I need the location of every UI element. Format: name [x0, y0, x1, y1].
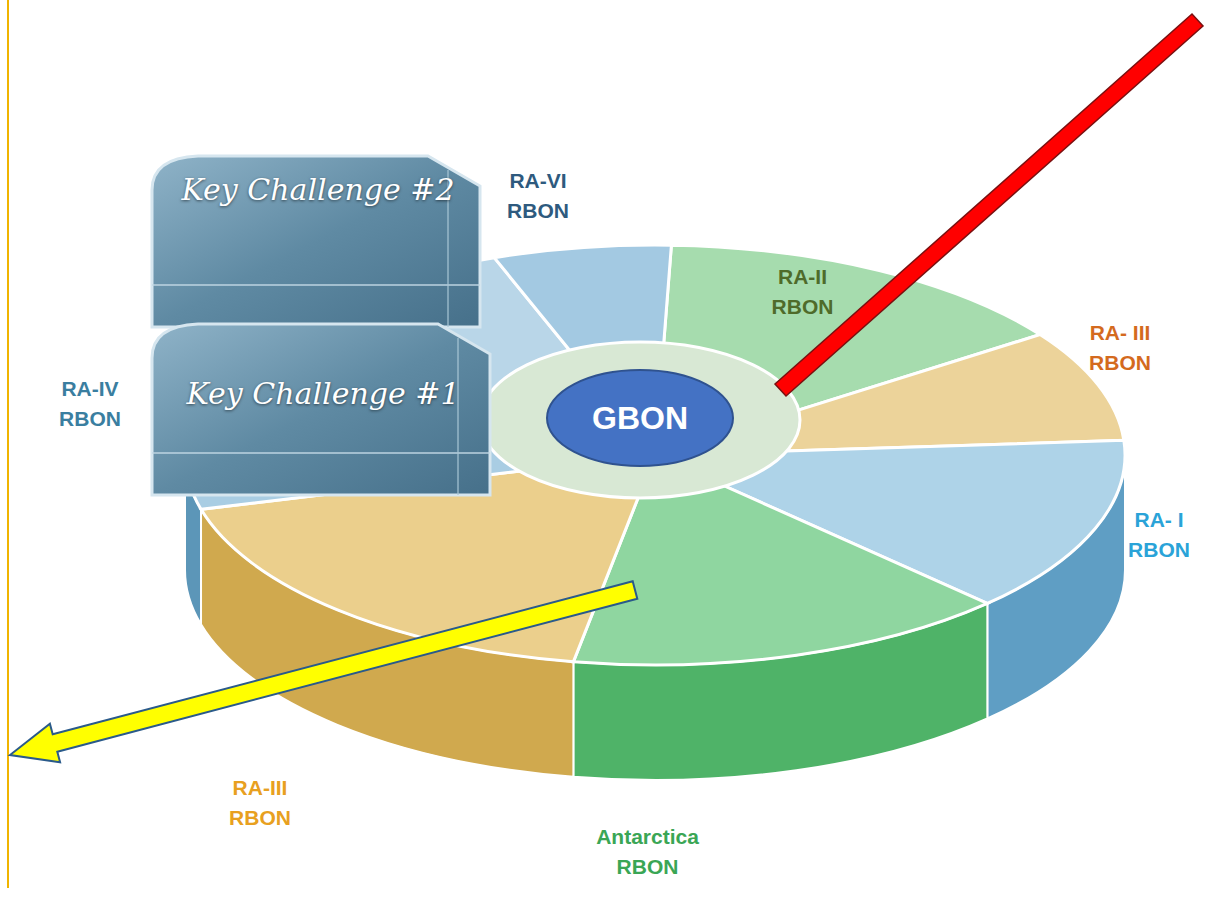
pie-hub: [480, 342, 800, 498]
challenge-block: Key Challenge #2: [148, 150, 488, 335]
red-pointer: [775, 14, 1203, 396]
region-label: RA-III RBON: [210, 773, 310, 834]
center-ellipse: GBON: [545, 368, 735, 468]
node-title: GBON: [592, 400, 688, 437]
region-label: RA-VI RBON: [488, 166, 588, 227]
region-label: Antarctica RBON: [580, 822, 715, 883]
yellow-arrow: [10, 581, 637, 762]
region-label: RA- III RBON: [1070, 318, 1170, 379]
challenge-block: Key Challenge #1: [148, 318, 498, 503]
challenge-title: Key Challenge #2: [182, 172, 455, 207]
challenge-title: Key Challenge #1: [187, 376, 460, 411]
region-label: RA- I RBON: [1118, 505, 1200, 566]
region-label: RA-IV RBON: [40, 374, 140, 435]
region-label: RA-II RBON: [760, 262, 845, 323]
